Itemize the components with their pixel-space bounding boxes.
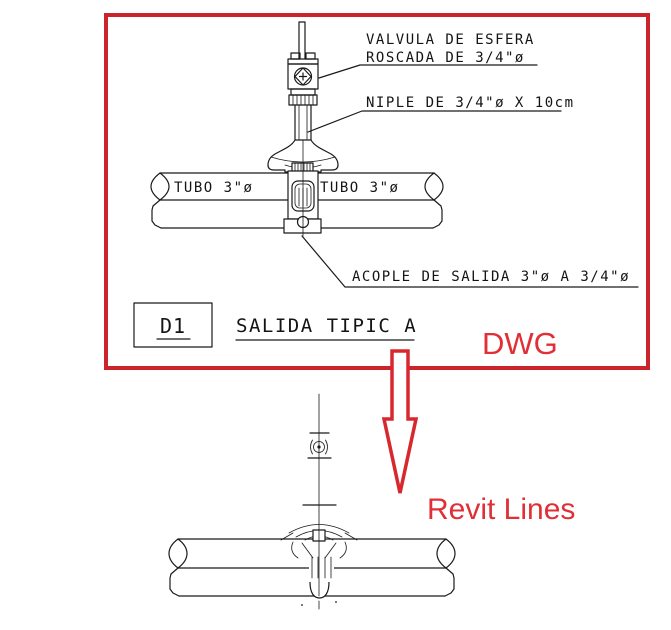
- niple-pipe-inner: [298, 104, 308, 141]
- annotation-acople: ACOPLE DE SALIDA 3"ø A 3/4"ø: [352, 269, 630, 285]
- detail-title: SALIDA TIPIC A: [236, 315, 417, 337]
- dwg-leader-lines: [301, 64, 639, 288]
- leader-niple: [307, 110, 562, 133]
- valve-collar: [290, 88, 316, 96]
- revit-speck-right: [335, 601, 337, 603]
- revit-valve-symbol: [310, 439, 328, 455]
- valve-flange-nub-right: [305, 52, 316, 60]
- annotation-niple: NIPLE DE 3/4"ø X 10cm: [366, 95, 575, 111]
- detail-tag-label: D1: [160, 314, 186, 338]
- pipe-end-cap-bottom-left: [151, 199, 162, 229]
- revit-drawing: [168, 393, 456, 610]
- annotation-valve-line2: ROSCADA DE 3/4"ø: [366, 50, 525, 66]
- revit-outlet-cup: [309, 581, 330, 599]
- detail-tag-box: [133, 302, 213, 348]
- revit-pipe-end-lens-right: [436, 538, 456, 569]
- dwg-title-block: D1 SALIDA TIPIC A: [133, 302, 417, 348]
- niple-pipe: [294, 104, 312, 141]
- leader-acople: [301, 235, 639, 288]
- revit-riser: [301, 393, 337, 610]
- down-arrow: [381, 349, 419, 494]
- annotation-valve-line1: VALVULA DE ESFERA: [366, 32, 535, 48]
- revit-pipe-end-cap-bottom-left: [169, 567, 180, 597]
- leader-valve: [318, 64, 538, 79]
- pipe-end-lens-left: [150, 172, 170, 201]
- annotation-tubo-left: TUBO 3"ø: [174, 180, 253, 196]
- dwg-red-frame: [104, 13, 650, 370]
- dwg-format-label: DWG: [482, 326, 558, 361]
- pipe-end-cap-bottom-right: [432, 199, 443, 229]
- dwg-saddle-clamp: [267, 139, 339, 237]
- valve-ball-diamond: [294, 67, 312, 86]
- annotation-tubo-right: TUBO 3"ø: [320, 180, 399, 196]
- revit-outlet-fitting: [309, 555, 334, 599]
- revit-pipe-end-lens-left: [168, 538, 188, 569]
- dwg-frame-panel: [104, 13, 650, 370]
- valve-thread-band: [288, 94, 318, 106]
- pipe-end-lens-right: [424, 172, 444, 201]
- revit-pipe-end-cap-bottom-right: [444, 567, 455, 597]
- valve-flange-bar: [287, 58, 319, 65]
- revit-format-label: Revit Lines: [427, 493, 575, 526]
- dwg-valve-assembly: [287, 21, 319, 141]
- revit-speck-left: [301, 604, 303, 606]
